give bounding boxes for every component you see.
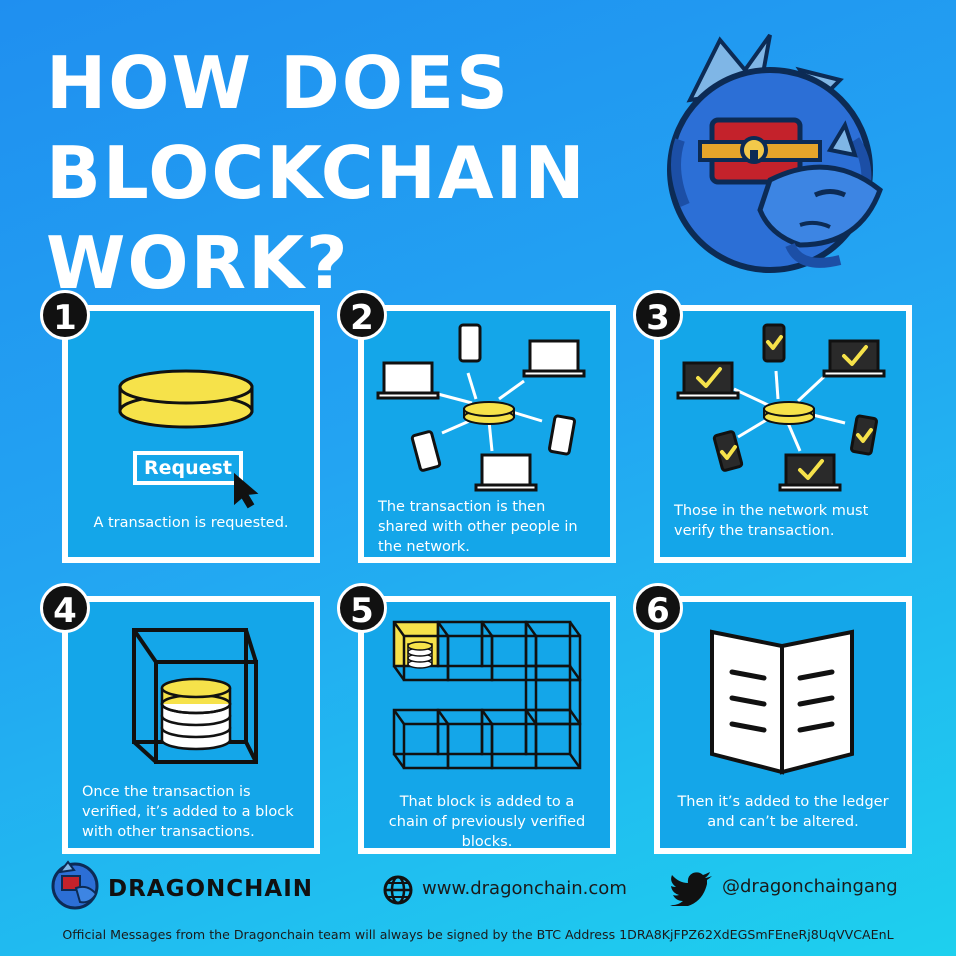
phone-icon (762, 323, 786, 363)
request-button[interactable]: Request (144, 457, 232, 479)
check-icon (798, 459, 824, 480)
laptop-icon (822, 339, 886, 378)
step-3-panel: Those in the network must verify the tra… (654, 305, 912, 563)
website-link[interactable]: www.dragonchain.com (382, 874, 627, 906)
step-6-caption: Then it’s added to the ledger and can’t … (677, 794, 889, 830)
dragon-mascot-icon (667, 33, 883, 273)
step-6-panel: Then it’s added to the ledger and can’t … (654, 596, 912, 854)
twitter-handle: @dragonchaingang (722, 876, 898, 897)
brand-name: DRAGONCHAIN (108, 876, 314, 902)
laptop-icon (474, 453, 538, 492)
twitter-bird-icon (670, 872, 712, 908)
coin-icon (763, 401, 815, 425)
step-5-number: 5 (337, 583, 387, 633)
check-icon (842, 345, 868, 366)
coin-icon (463, 401, 515, 425)
title-line-2: BLOCKCHAIN (46, 131, 587, 215)
check-icon (856, 428, 873, 443)
step-2-panel: The transaction is then shared with othe… (358, 305, 616, 563)
cube-icon (132, 628, 258, 764)
title-line-1: HOW DOES (46, 41, 510, 125)
globe-icon (383, 875, 413, 905)
phone-icon (548, 414, 576, 456)
step-2-caption: The transaction is then shared with othe… (378, 499, 578, 555)
laptop-icon (676, 361, 740, 400)
laptop-icon (376, 361, 440, 400)
step-5-panel: That block is added to a chain of previo… (358, 596, 616, 854)
step-1-caption: A transaction is requested. (93, 515, 289, 531)
step-1-panel: Request A transaction is requested. (62, 305, 320, 563)
check-icon (766, 335, 783, 350)
phone-icon (712, 430, 744, 472)
phone-icon (458, 323, 482, 363)
step-2-number: 2 (337, 290, 387, 340)
coin-stack-icon (407, 641, 433, 669)
step-4-caption: Once the transaction is verified, it’s a… (82, 784, 294, 840)
title-line-3: WORK? (46, 221, 350, 305)
phone-icon (410, 430, 442, 472)
step-3-caption: Those in the network must verify the tra… (674, 503, 869, 539)
coin-stack-icon (160, 677, 232, 751)
laptop-icon (522, 339, 586, 378)
check-icon (696, 367, 722, 388)
step-4-panel: Once the transaction is verified, it’s a… (62, 596, 320, 854)
twitter-link[interactable]: @dragonchaingang (670, 872, 898, 908)
phone-icon (850, 414, 878, 456)
step-4-number: 4 (40, 583, 90, 633)
laptop-icon (778, 453, 842, 492)
request-button-frame (133, 451, 243, 485)
check-icon (720, 445, 737, 460)
website-text: www.dragonchain.com (422, 878, 627, 899)
step-5-caption: That block is added to a chain of previo… (388, 794, 586, 850)
step-1-number: 1 (40, 290, 90, 340)
cursor-icon (234, 472, 259, 509)
step-3-number: 3 (633, 290, 683, 340)
disclaimer-text: Official Messages from the Dragonchain t… (62, 927, 894, 942)
page-title: HOW DOES BLOCKCHAIN WORK? (46, 38, 587, 308)
dragonchain-logo-icon (51, 860, 99, 910)
step-6-number: 6 (633, 583, 683, 633)
book-icon (710, 629, 854, 775)
coin-icon (118, 369, 254, 429)
